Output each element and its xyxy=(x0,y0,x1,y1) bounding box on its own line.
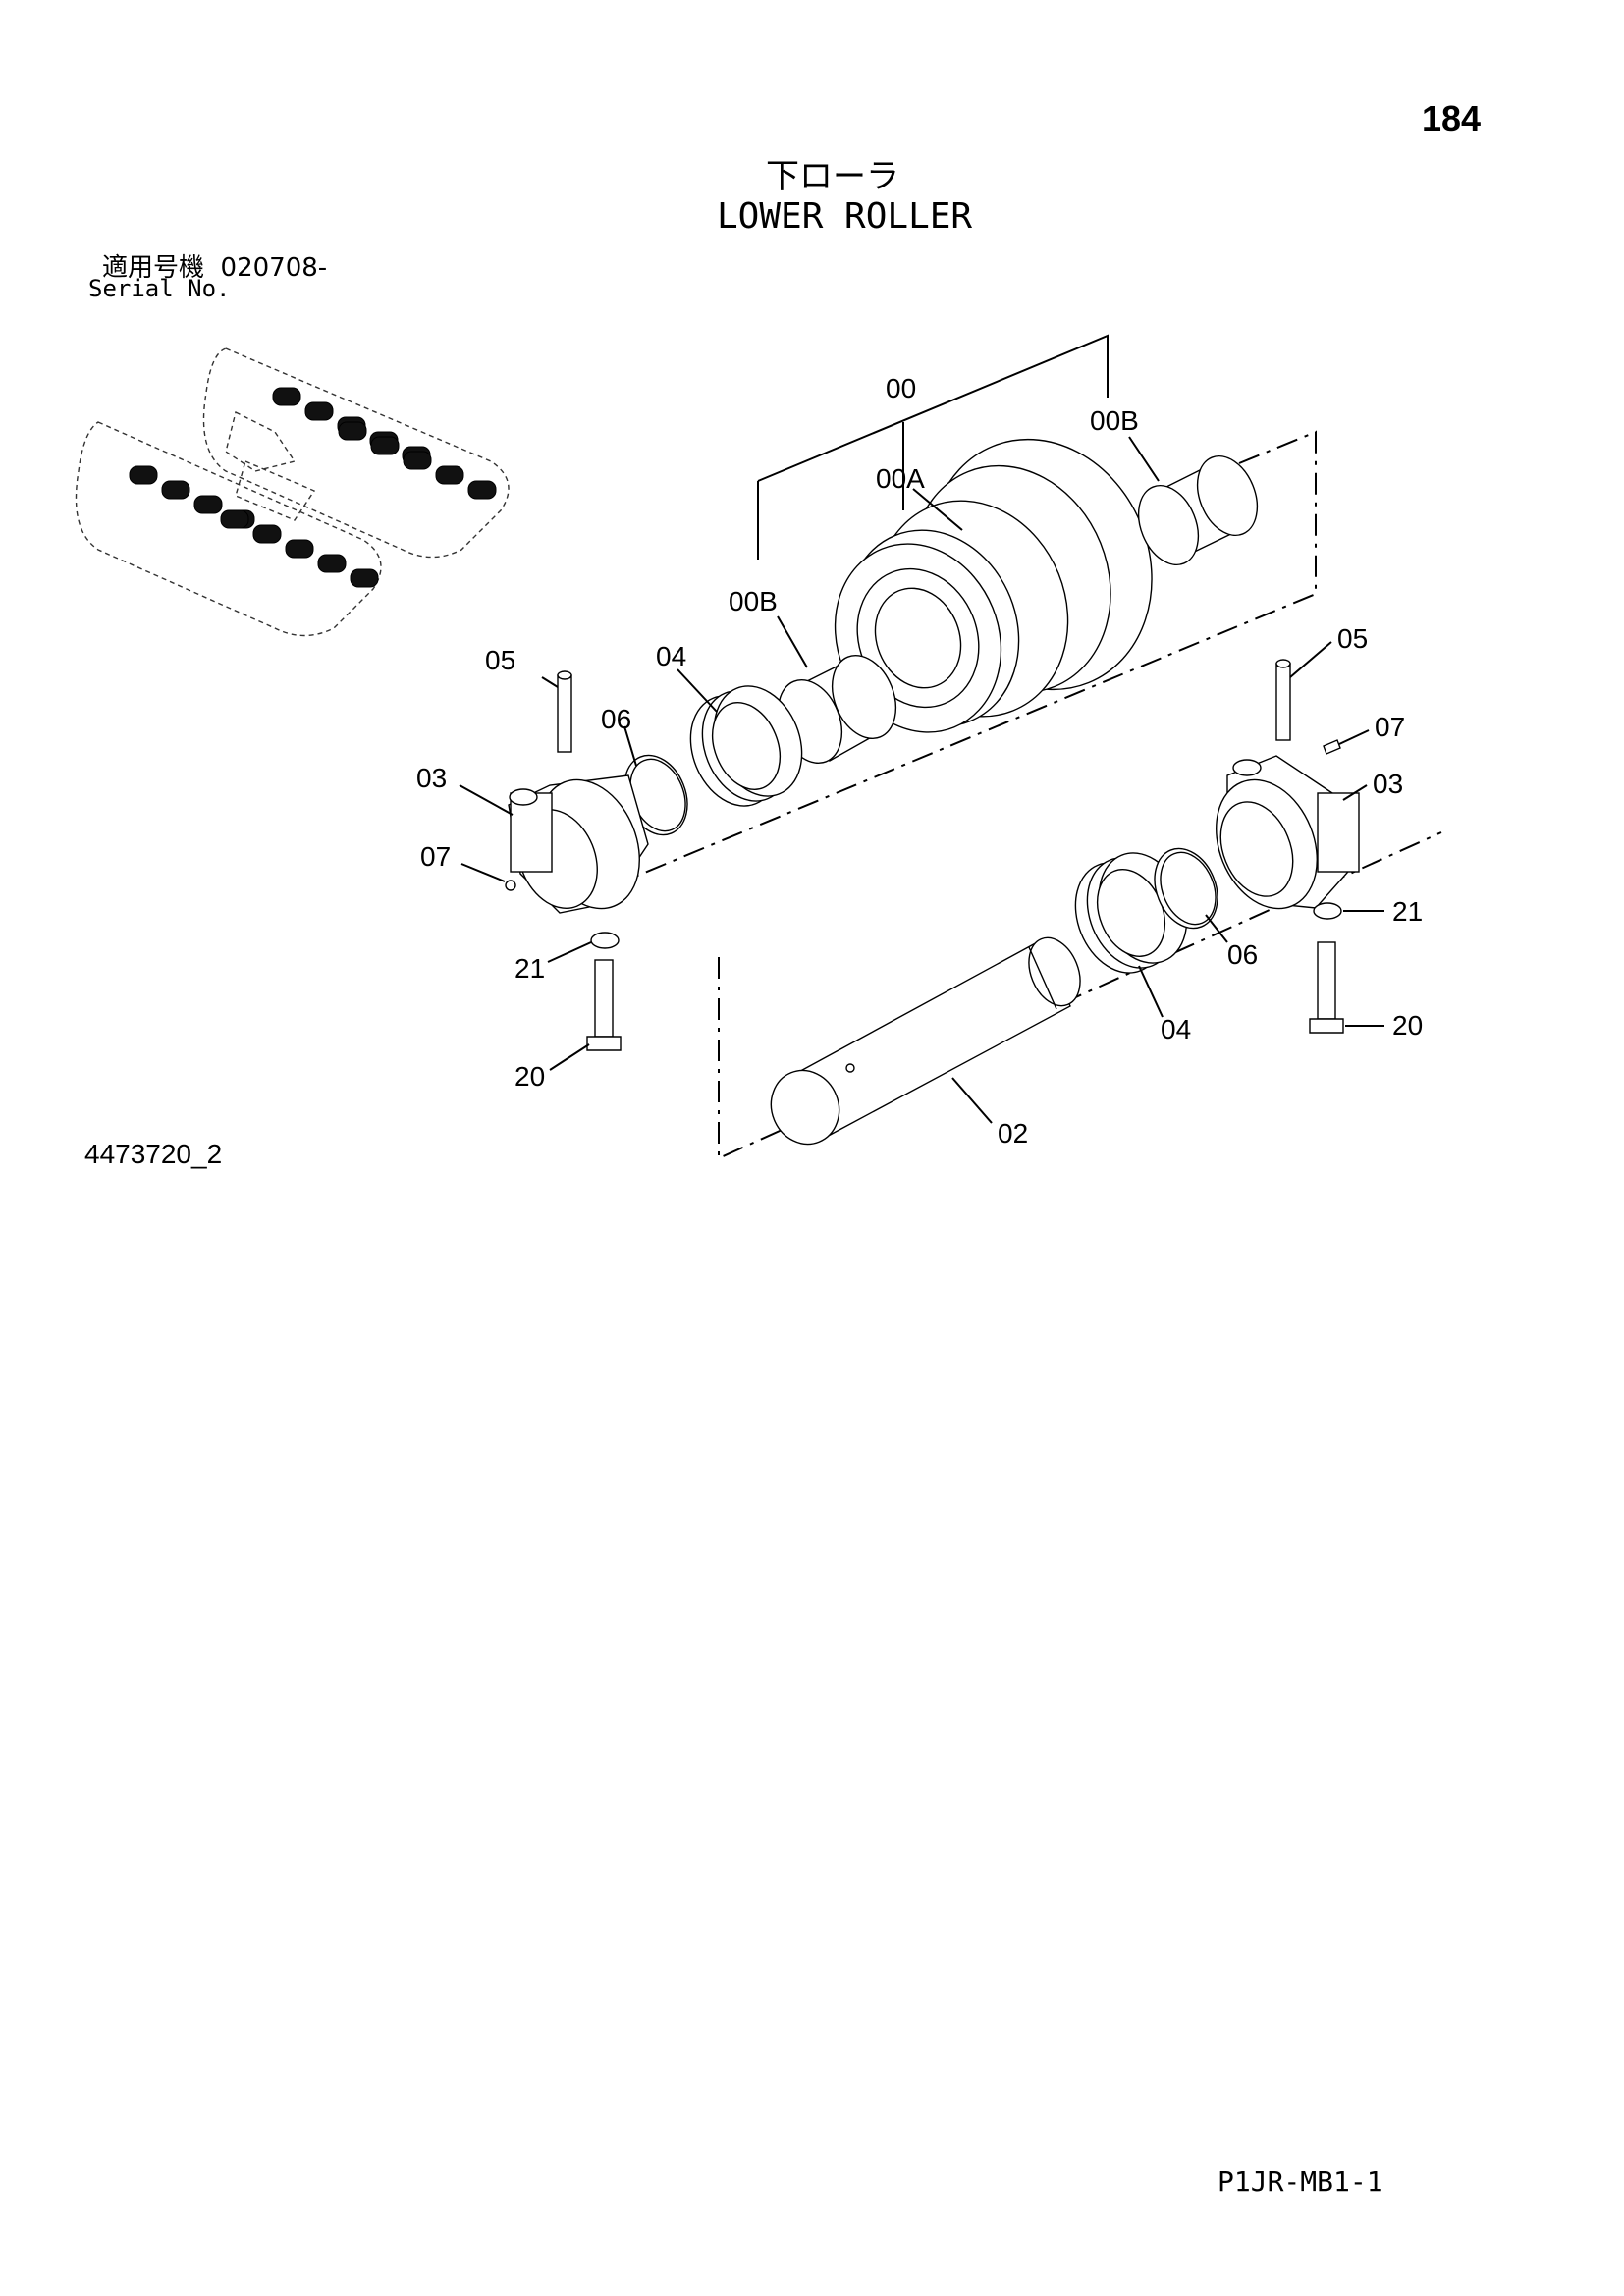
callout-plug-left: 07 xyxy=(420,841,451,872)
leader-lines xyxy=(459,422,1384,1124)
pin-right xyxy=(1275,659,1291,741)
figure-id: 4473720_2 xyxy=(84,1139,223,1169)
callout-pin-left: 05 xyxy=(485,645,515,675)
bushing-right xyxy=(1137,454,1259,566)
shaft xyxy=(770,936,1081,1146)
callout-washer-right: 21 xyxy=(1392,896,1423,927)
thumbnail-rollers-upper xyxy=(272,387,497,500)
callout-oring-left: 06 xyxy=(601,704,631,734)
callout-pin-right: 05 xyxy=(1337,623,1368,654)
callout-seal-left: 04 xyxy=(656,641,686,671)
thumbnail-roller xyxy=(272,387,301,406)
thumbnail-roller xyxy=(161,480,190,500)
page-code: P1JR-MB1-1 xyxy=(1218,2165,1383,2198)
title-japanese: 下ローラ xyxy=(766,157,899,196)
serial-value: 020708- xyxy=(220,253,328,283)
bolt-right xyxy=(1309,941,1344,1034)
serial-applicable-label: 適用号機 020708- xyxy=(102,247,327,284)
plug-right xyxy=(1323,739,1341,755)
plug-left xyxy=(505,880,516,891)
callout-bushing-left: 00B xyxy=(729,586,778,616)
roller-body xyxy=(834,438,1153,733)
assy-bracket-right xyxy=(757,334,1109,482)
washer-right xyxy=(1313,902,1342,920)
callout-collar-right: 03 xyxy=(1373,769,1403,799)
serial-label-jp: 適用号機 xyxy=(102,253,205,283)
thumbnail-roller xyxy=(304,401,334,421)
callout-shaft: 02 xyxy=(998,1118,1028,1148)
thumbnail-roller xyxy=(193,495,223,514)
bolt-left xyxy=(586,959,622,1051)
oring-right-inner xyxy=(1160,851,1217,926)
callout-bolt-right: 20 xyxy=(1392,1010,1423,1041)
seal-left xyxy=(689,685,803,807)
page-number: 184 xyxy=(1422,98,1482,138)
callout-bushing-right: 00B xyxy=(1090,405,1139,436)
thumbnail-roller xyxy=(435,465,464,485)
thumbnail-roller xyxy=(220,509,249,529)
thumbnail-roller xyxy=(370,436,400,455)
thumbnail-roller xyxy=(403,451,432,470)
thumbnail-rollers-lower xyxy=(129,465,379,588)
callout-plug-right: 07 xyxy=(1375,712,1405,742)
thumbnail-roller xyxy=(252,524,282,544)
callout-collar-left: 03 xyxy=(416,763,447,793)
thumbnail-roller xyxy=(285,539,314,559)
collar-left xyxy=(508,774,649,914)
callout-assy: 00 xyxy=(886,373,916,403)
callout-roller-body: 00A xyxy=(876,463,925,494)
thumbnail-roller xyxy=(350,568,379,588)
serial-label-en: Serial No. xyxy=(88,275,231,302)
callout-seal-right: 04 xyxy=(1161,1014,1191,1044)
callout-oring-right: 06 xyxy=(1227,939,1258,970)
seal-right xyxy=(1074,852,1188,974)
title-english: LOWER ROLLER xyxy=(717,196,973,237)
pin-left xyxy=(557,670,572,753)
callout-washer-left: 21 xyxy=(514,953,545,984)
undercarriage-thumbnail xyxy=(75,347,510,637)
thumbnail-roller xyxy=(317,554,347,573)
collar-right xyxy=(1216,755,1360,910)
thumbnail-roller xyxy=(129,465,158,485)
thumbnail-roller xyxy=(467,480,497,500)
washer-left xyxy=(590,932,620,949)
callout-bolt-left: 20 xyxy=(514,1061,545,1092)
thumbnail-roller xyxy=(338,421,367,441)
centerline-frame-top xyxy=(606,430,1317,889)
